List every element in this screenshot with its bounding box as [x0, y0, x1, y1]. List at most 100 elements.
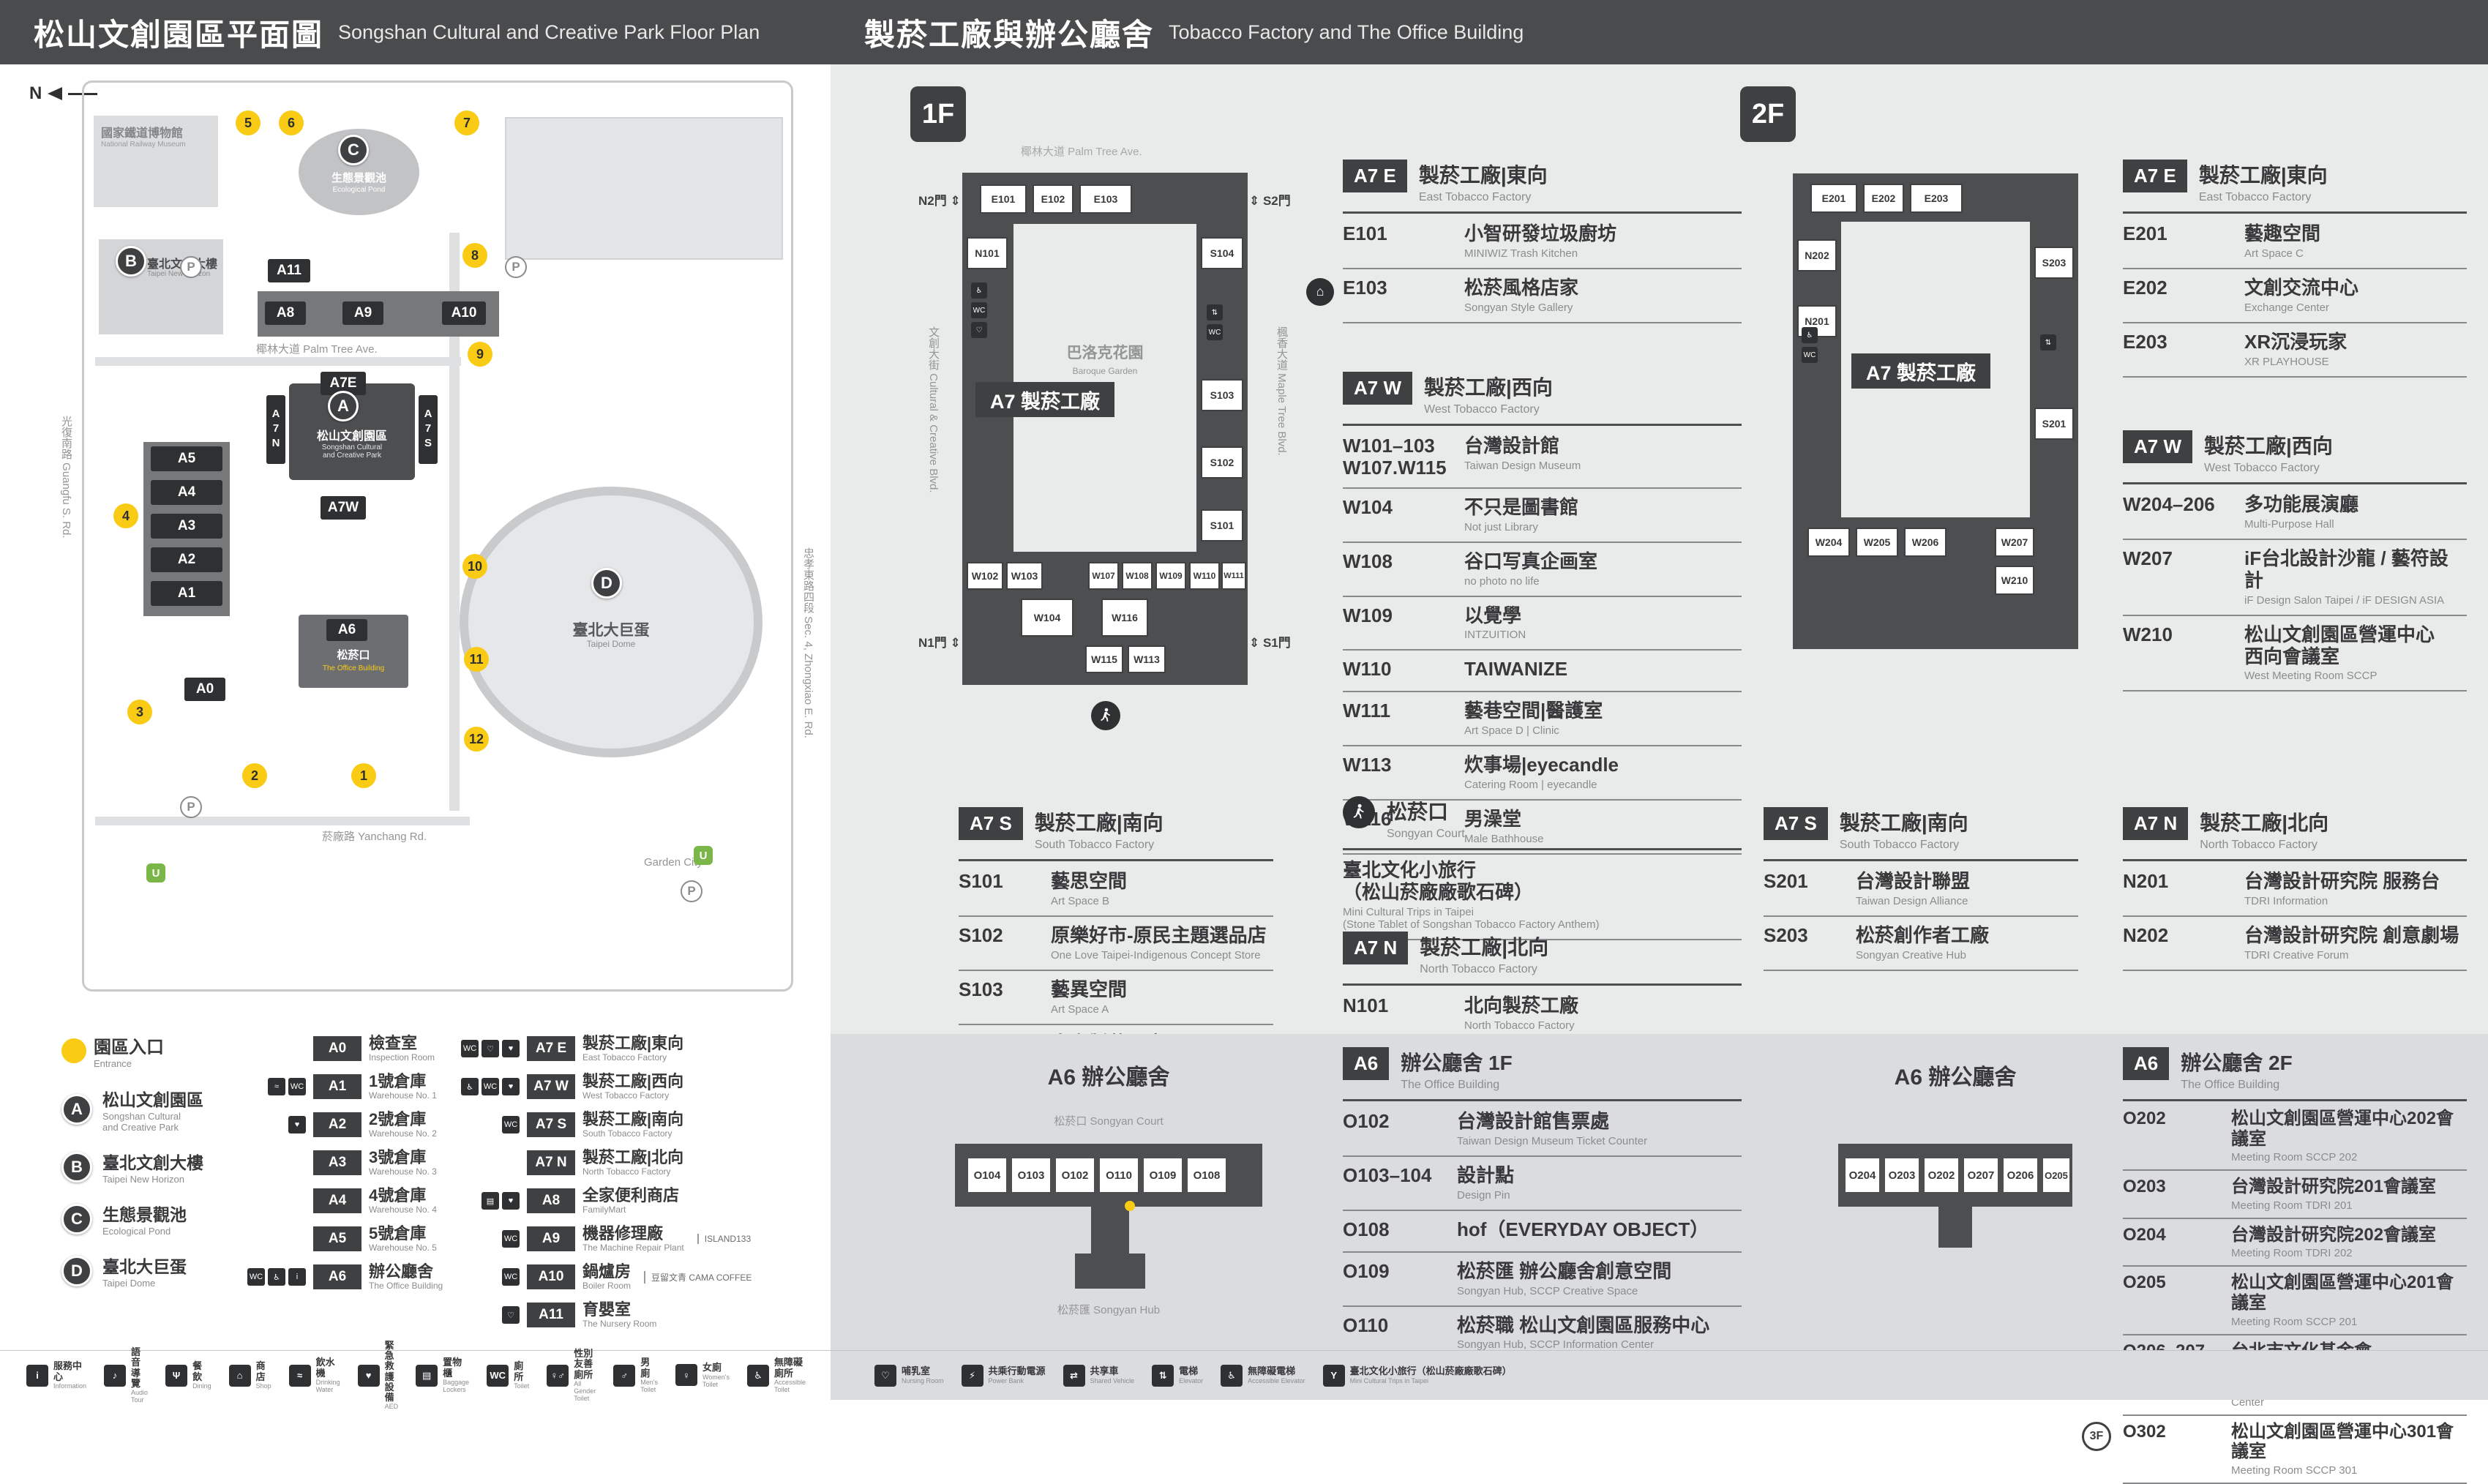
amenity-label-zh: 電梯	[1179, 1365, 1199, 1377]
room-code: N101	[1343, 994, 1389, 1016]
room-name-zh: 台灣設計研究院 創意劇場	[2244, 923, 2459, 946]
room-name-en: Taiwan Design Museum Ticket Counter	[1457, 1134, 1648, 1147]
all-gender-toilet-icon: ♀♂	[547, 1364, 569, 1387]
room-box: O108	[1188, 1158, 1226, 1192]
guangfu-rd-label: 光復南路 Guangfu S. Rd.	[60, 416, 72, 539]
amenity-item: Ψ 餐飲 Dining	[165, 1361, 211, 1390]
amenity-icon: WC	[247, 1268, 265, 1286]
legend-building-row: A4 4號倉庫 Warehouse No. 4	[241, 1187, 443, 1215]
accessible-elevator-icon: ♿	[1221, 1364, 1243, 1387]
room-box: O110	[1100, 1158, 1138, 1192]
facility-icon: WC	[1207, 324, 1223, 340]
room-name-zh: 炊事場|eyecandle	[1464, 754, 1619, 776]
room-box: E101	[980, 184, 1027, 214]
room-code: E101	[1343, 222, 1387, 244]
room-name-en: Meeting Room SCCP 202	[2231, 1151, 2358, 1164]
amenity-icon: ♡	[482, 1040, 499, 1057]
building-tag-a8: A8	[265, 301, 306, 325]
road-left-label: 文創大街 Cultural & Creative Blvd.	[927, 326, 940, 493]
core-label-en: Songshan Cultural and Creative Park	[321, 443, 383, 460]
park-boundary	[82, 80, 793, 992]
floor-badge-2f: 2F	[1740, 86, 1796, 142]
amenity-item: WC 廁所 Toilet	[487, 1361, 529, 1390]
room-name-en: Taiwan Design Alliance	[1856, 894, 1968, 907]
room-code: E202	[2123, 276, 2167, 299]
amenity-icon: ▤	[482, 1192, 499, 1210]
amenity-label-en: Baggage Lockers	[443, 1378, 470, 1393]
facility-icon: ⇅	[2040, 334, 2056, 351]
room-name-en: MINIWIZ Trash Kitchen	[1464, 247, 1578, 260]
room-code: O205	[2123, 1273, 2166, 1293]
section-subtitle: The Office Building	[2181, 1079, 2280, 1091]
room-code: W207	[2123, 547, 2173, 569]
amenity-label-en: Shop	[255, 1382, 271, 1390]
amenity-chips: WC	[455, 1116, 520, 1133]
amenity-chips: ♥	[241, 1116, 306, 1133]
room-box: W204	[1807, 528, 1850, 557]
building-code: A7 N	[527, 1150, 575, 1175]
park-panel: 松山文創園區平面圖 Songshan Cultural and Creative…	[0, 0, 831, 1410]
palm-ave-label: 椰林大道 Palm Tree Ave.	[1021, 146, 1142, 158]
amenity-item: ♿ 無障礙電梯 Accessible Elevator	[1221, 1364, 1305, 1387]
gate-s1: ⇕ S1門	[1249, 636, 1291, 650]
building-tag-a4: A4	[151, 480, 222, 505]
room-name-zh: 藝趣空間	[2244, 222, 2321, 244]
taipei-dome-oval: 臺北大巨蛋 Taipei Dome	[460, 487, 762, 757]
building-name-zh: 製菸工廠|北向	[582, 1148, 684, 1166]
room-name-en: TDRI Creative Forum	[2244, 948, 2349, 962]
legend-letter-row: C 生態景觀池 Ecological Pond	[61, 1201, 203, 1237]
building-note: 豆留文青 CAMA COFFEE	[644, 1270, 752, 1283]
room-name-zh: 台灣設計聯盟	[1856, 870, 1971, 892]
room-box: W116	[1101, 599, 1148, 637]
room-box: W103	[1006, 562, 1043, 590]
building-name-zh: 2號倉庫	[369, 1110, 427, 1128]
room-name-en: Songyan Hub, SCCP Creative Space	[1457, 1284, 1638, 1297]
shop-icon: ⌂	[228, 1364, 251, 1387]
amenity-label-zh: 男廁	[640, 1357, 651, 1379]
section-badge: A7 N	[1343, 932, 1409, 964]
room-box: W210	[1995, 566, 2034, 595]
section-subtitle: North Tobacco Factory	[1420, 963, 1537, 975]
amenity-item: ▤ 置物櫃 Baggage Lockers	[416, 1357, 469, 1393]
park-title-en: Songshan Cultural and Creative Park Floo…	[338, 20, 760, 43]
room-box: O202	[1925, 1158, 1958, 1192]
building-name-en: The Office Building	[369, 1281, 443, 1291]
area-pin: D	[61, 1255, 92, 1286]
room-name-en: Art Space A	[1051, 1003, 1109, 1016]
directory-row: W110 TAIWANIZE	[1343, 651, 1742, 693]
building-name-en: FamilyMart	[582, 1204, 626, 1215]
info-icon: i	[26, 1364, 48, 1387]
legend-building-row: ▤♥ A8 全家便利商店 FamilyMart	[455, 1187, 752, 1215]
section-title: 製菸工廠|北向	[1420, 936, 1549, 959]
amenity-label-en: Dining	[192, 1382, 211, 1390]
room-box: S103	[1201, 379, 1243, 411]
songyan-court-label: 松菸口	[337, 649, 370, 662]
room-box: O109	[1144, 1158, 1182, 1192]
building-code: A5	[313, 1226, 361, 1251]
section-subtitle: West Tobacco Factory	[2204, 462, 2320, 474]
room-box: O103	[1012, 1158, 1050, 1192]
room-box: W113	[1128, 645, 1166, 673]
elevator-icon: ⇅	[1152, 1364, 1174, 1387]
room-name-en: Art Space B	[1051, 894, 1110, 907]
tobacco-title-zh: 製菸工廠與辦公廳舍	[864, 17, 1155, 52]
building-code: A1	[313, 1074, 361, 1099]
room-name-en: Catering Room | eyecandle	[1464, 779, 1597, 792]
room-name-zh: 松山文創園區營運中心201會議室	[2231, 1273, 2454, 1313]
floor-badge-1f: 1F	[910, 86, 966, 142]
amenity-icon: WC	[482, 1078, 499, 1095]
room-box: W104	[1021, 599, 1073, 637]
room-name-zh: 藝異空間	[1051, 978, 1128, 1000]
a6-map-title: A6 辦公廳舍	[1047, 1065, 1170, 1090]
room-name-en: One Love Taipei-Indigenous Concept Store	[1051, 948, 1261, 962]
amenity-label-en: Shared Vehicle	[1090, 1376, 1135, 1384]
facility-icon: ♡	[971, 322, 987, 338]
amenity-icon: ≈	[268, 1078, 285, 1095]
building-tag-a3: A3	[151, 514, 222, 539]
room-box: W205	[1856, 528, 1898, 557]
railway-museum-block: 國家鐵道博物館 National Railway Museum	[94, 116, 218, 207]
